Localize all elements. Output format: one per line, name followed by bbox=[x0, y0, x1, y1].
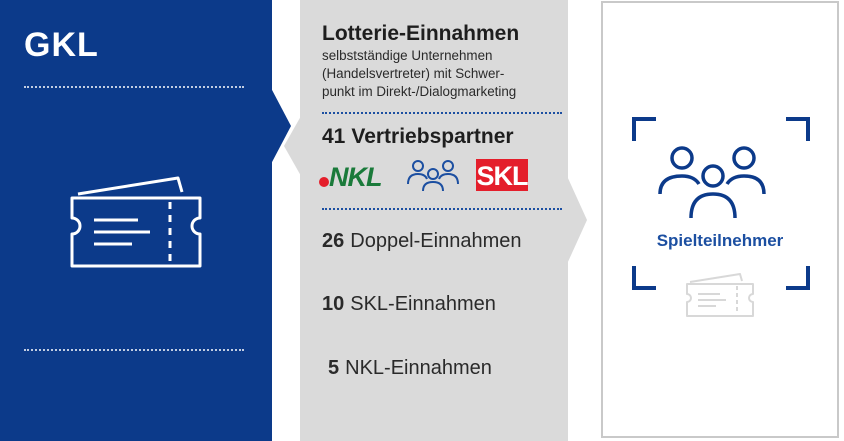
divider-top bbox=[24, 86, 244, 88]
skl-logo: SKL bbox=[476, 159, 528, 191]
stat-count: 5 bbox=[328, 357, 340, 379]
frame-corner-bottom-left bbox=[632, 266, 656, 290]
partners-count: 41 bbox=[322, 125, 346, 148]
divider-partners-top bbox=[322, 112, 562, 114]
players-panel bbox=[601, 1, 839, 438]
partners-label: Vertriebspartner bbox=[351, 125, 514, 148]
description-line: selbstständige Unternehmen bbox=[322, 48, 493, 63]
lottery-ticket-icon bbox=[686, 273, 754, 317]
nkl-logo-text: NKL bbox=[329, 162, 382, 190]
frame-corner-top-left bbox=[632, 117, 656, 141]
lotterie-arrow bbox=[567, 176, 587, 264]
stat-count: 26 bbox=[322, 230, 345, 252]
group-people-icon bbox=[658, 146, 766, 219]
stat-label: SKL-Einnahmen bbox=[350, 293, 496, 315]
divider-partners-bottom bbox=[322, 208, 562, 210]
frame-corner-bottom-right bbox=[786, 266, 810, 290]
players-label: Spielteilnehmer bbox=[656, 231, 784, 250]
lotterie-title: Lotterie-Einnahmen bbox=[322, 22, 520, 45]
divider-bottom bbox=[24, 349, 244, 351]
description-line: punkt im Direkt-/Dialogmarketing bbox=[322, 84, 517, 99]
group-people-icon bbox=[407, 160, 459, 192]
stat-label: NKL-Einnahmen bbox=[345, 357, 492, 379]
description-line: (Handelsvertreter) mit Schwer- bbox=[322, 66, 505, 81]
stat-count: 10 bbox=[322, 293, 345, 315]
lottery-ticket-icon bbox=[70, 176, 202, 268]
skl-logo-text: SKL bbox=[477, 161, 529, 191]
lotterie-notch bbox=[284, 116, 301, 176]
nkl-logo: NKL bbox=[319, 162, 383, 190]
frame-corner-top-right bbox=[786, 117, 810, 141]
stat-label: Doppel-Einnahmen bbox=[350, 230, 522, 252]
gkl-logo: GKL bbox=[24, 26, 99, 64]
lotterie-panel bbox=[300, 0, 568, 441]
lotterie-description: selbstständige Unternehmen (Handelsvertr… bbox=[322, 47, 552, 101]
